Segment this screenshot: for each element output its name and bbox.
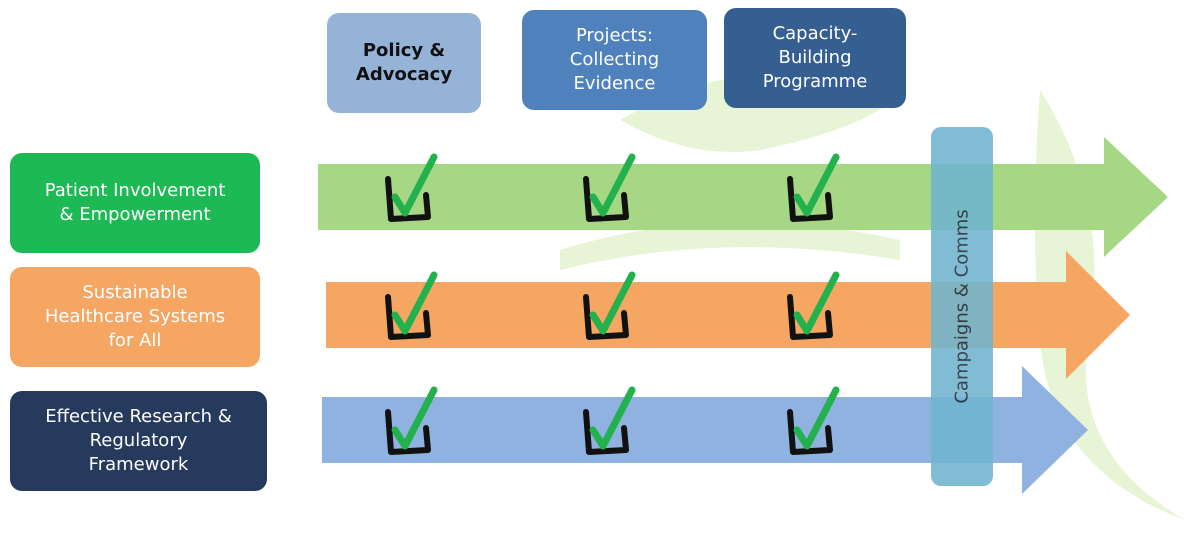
campaigns-comms-bar: Campaigns & Comms [931,127,993,486]
check-box-r2-c2 [787,386,840,455]
column-header-projects-collecting-evidence: Projects: Collecting Evidence [522,10,707,110]
check-box-r1-c1 [583,271,636,340]
check-box-r1-c0 [385,271,438,340]
check-box-r0-c2 [787,153,840,222]
check-box-r2-c0 [385,386,438,455]
column-header-capacity-building-programme: Capacity- Building Programme [724,8,906,108]
row-arrow-2 [322,366,1088,494]
check-box-r2-c1 [583,386,636,455]
watermark-swoosh-mid [560,222,900,270]
check-box-r0-c1 [583,153,636,222]
check-box-r0-c0 [385,153,438,222]
column-header-policy-advocacy: Policy & Advocacy [327,13,481,113]
check-box-r1-c2 [787,271,840,340]
row-arrow-1 [326,251,1130,379]
row-header-sustainable-healthcare: Sustainable Healthcare Systems for All [10,267,260,367]
row-header-effective-research: Effective Research & Regulatory Framewor… [10,391,267,491]
row-header-patient-involvement: Patient Involvement & Empowerment [10,153,260,253]
